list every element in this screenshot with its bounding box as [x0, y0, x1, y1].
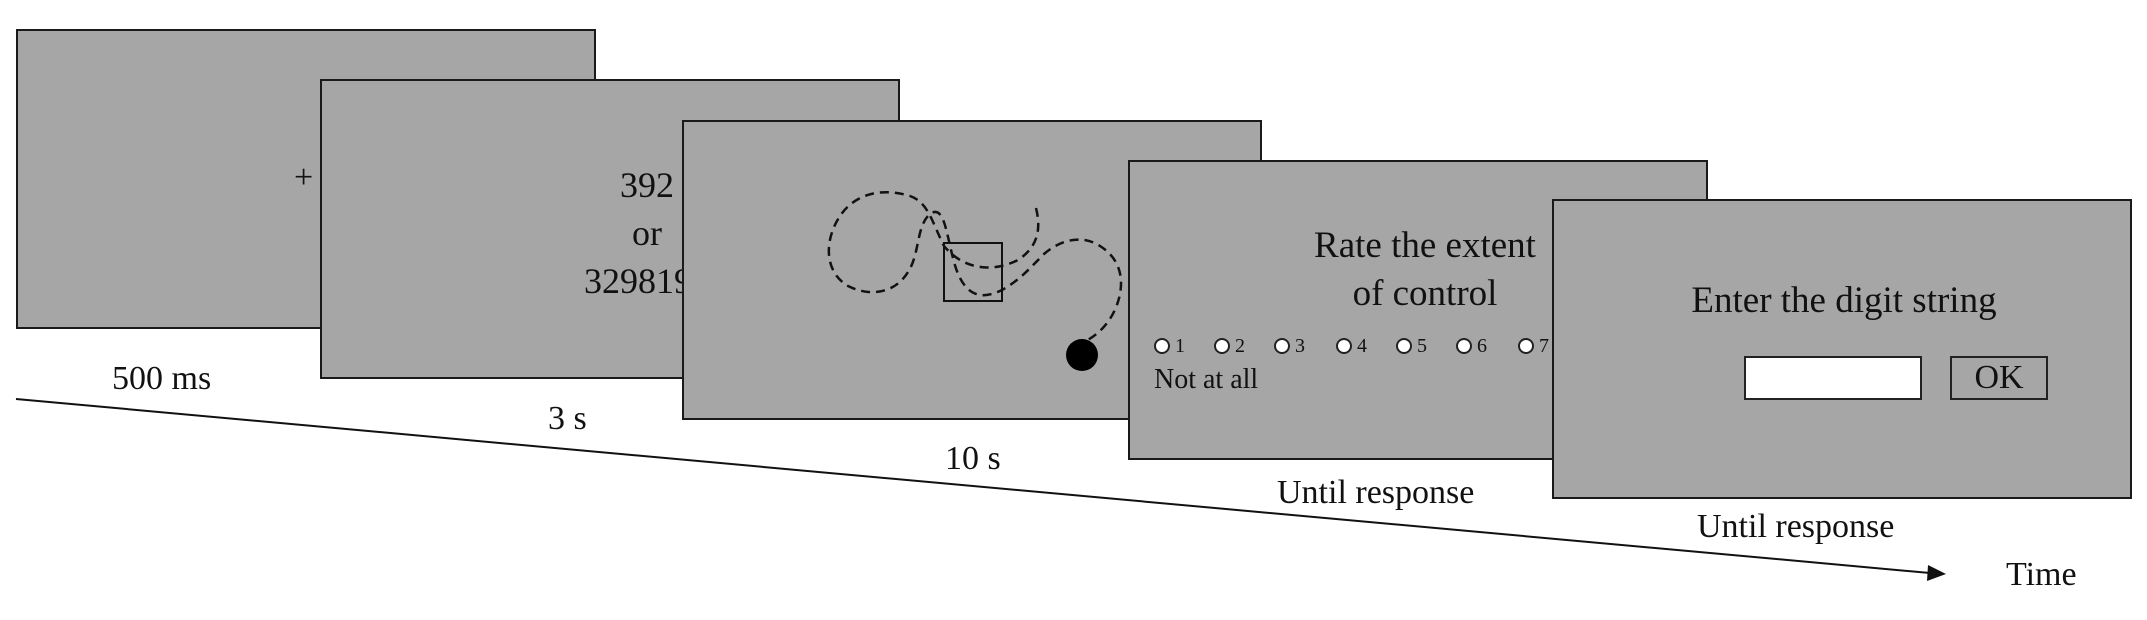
entry-screen: Enter the digit string OK — [1552, 199, 2132, 499]
rating-option-2[interactable]: 2 — [1214, 334, 1245, 358]
rating-option-label: 5 — [1417, 334, 1427, 357]
rating-option-4[interactable]: 4 — [1336, 334, 1367, 358]
timeline-arrowhead-icon — [1927, 565, 1946, 581]
digit-entry-field[interactable] — [1744, 356, 1922, 400]
duration-label-entry: Until response — [1697, 508, 1895, 545]
rating-option-label: 7 — [1539, 334, 1549, 357]
radio-icon[interactable] — [1396, 338, 1412, 354]
square-icon — [943, 242, 1003, 302]
duration-label-digits: 3 s — [548, 400, 587, 437]
rating-prompt-line2: of control — [1352, 273, 1498, 314]
digit-string-short: 392 — [620, 165, 674, 205]
duration-label-fixation: 500 ms — [112, 360, 212, 397]
radio-icon[interactable] — [1274, 338, 1290, 354]
rating-option-7[interactable]: 7 — [1518, 334, 1549, 358]
rating-option-label: 2 — [1235, 334, 1245, 357]
cursor-trajectory — [827, 191, 1123, 344]
tracking-canvas — [827, 191, 1123, 371]
rating-option-6[interactable]: 6 — [1456, 334, 1487, 358]
duration-label-rating: Until response — [1277, 474, 1475, 511]
time-axis-label: Time — [2006, 556, 2077, 593]
rating-option-5[interactable]: 5 — [1396, 334, 1427, 358]
rating-low-anchor: Not at all — [1154, 364, 1259, 395]
rating-option-1[interactable]: 1 — [1154, 334, 1185, 358]
radio-icon[interactable] — [1214, 338, 1230, 354]
radio-icon[interactable] — [1456, 338, 1472, 354]
radio-icon[interactable] — [1518, 338, 1534, 354]
rating-option-3[interactable]: 3 — [1274, 334, 1305, 358]
rating-option-label: 1 — [1175, 334, 1185, 357]
radio-icon[interactable] — [1336, 338, 1352, 354]
rating-option-label: 3 — [1295, 334, 1305, 357]
entry-prompt: Enter the digit string — [1691, 280, 1997, 321]
rating-prompt: Rate the extent of control — [1260, 222, 1590, 318]
digit-string-block: 392 or 3298192 — [522, 161, 772, 305]
rating-option-label: 4 — [1357, 334, 1367, 357]
rating-option-label: 6 — [1477, 334, 1487, 357]
filled-circle-icon — [1066, 339, 1098, 371]
duration-label-tracking: 10 s — [945, 440, 1001, 477]
ok-button[interactable]: OK — [1950, 356, 2048, 400]
digit-string-or: or — [632, 213, 662, 253]
rating-prompt-line1: Rate the extent — [1314, 225, 1536, 266]
radio-icon[interactable] — [1154, 338, 1170, 354]
fixation-cross: + — [294, 159, 314, 196]
